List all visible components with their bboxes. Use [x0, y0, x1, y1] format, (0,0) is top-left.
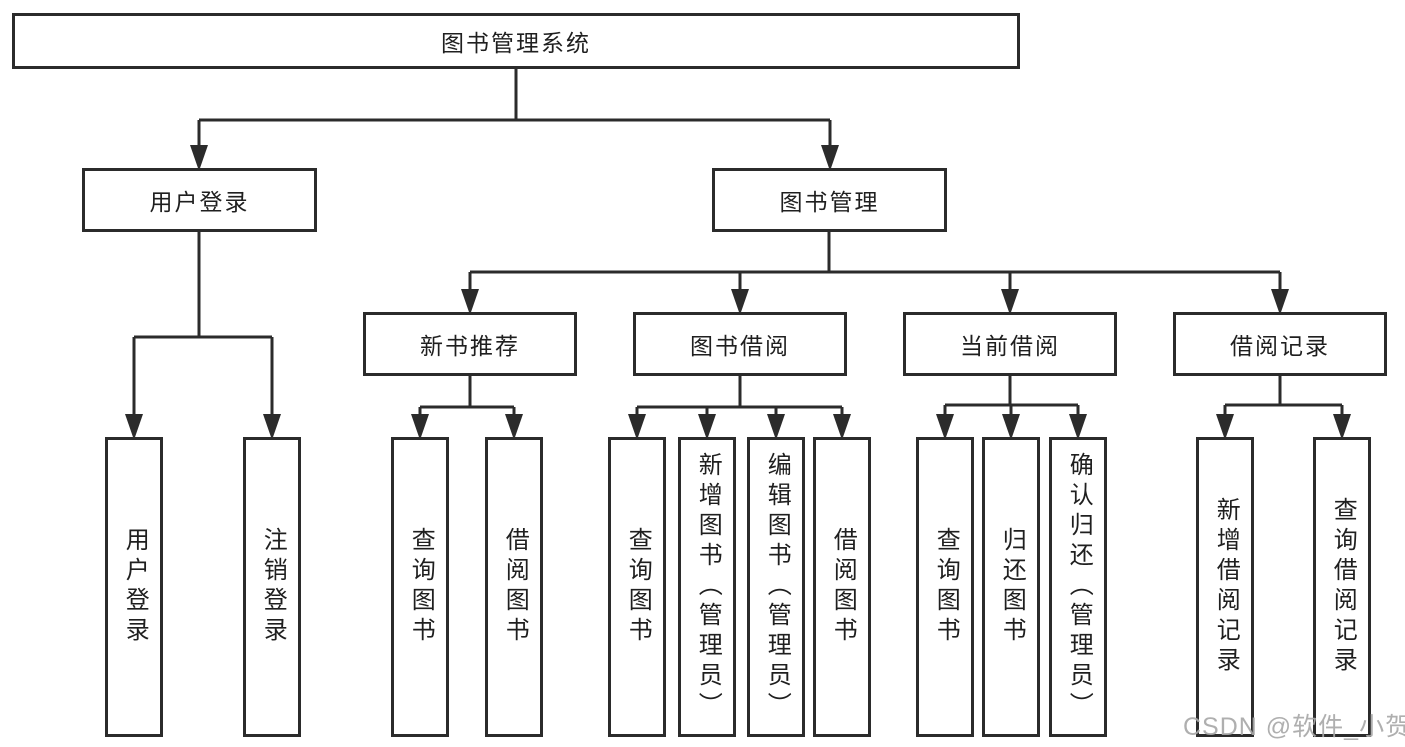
leaf-label: 注销登录 [259, 527, 287, 647]
leaf-label: 新增借阅记录 [1212, 497, 1240, 677]
leaf-label: 编辑图书（管理员） [763, 452, 791, 722]
node-borrowing-records: 借阅记录 [1173, 312, 1387, 376]
node-library-management-system: 图书管理系统 [12, 13, 1020, 69]
leaf-add-borrow-record: 新增借阅记录 [1196, 437, 1254, 737]
node-current-borrowing: 当前借阅 [903, 312, 1117, 376]
csdn-watermark: CSDN @软件_小贺同学 [1183, 713, 1405, 741]
leaf-borrow-books-recommend: 借阅图书 [485, 437, 543, 737]
node-label: 用户登录 [149, 189, 250, 215]
leaf-label: 确认归还（管理员） [1065, 452, 1093, 722]
leaf-label: 用户登录 [121, 527, 149, 647]
node-label: 当前借阅 [960, 333, 1060, 359]
node-label: 图书管理系统 [441, 30, 591, 56]
leaf-label: 借阅图书 [829, 527, 857, 647]
node-book-borrowing: 图书借阅 [633, 312, 847, 376]
node-user-login: 用户登录 [82, 168, 317, 232]
leaf-label: 归还图书 [998, 527, 1026, 647]
node-new-book-recommendation: 新书推荐 [363, 312, 577, 376]
leaf-return-books: 归还图书 [982, 437, 1040, 737]
node-label: 借阅记录 [1230, 333, 1330, 359]
leaf-logout-login: 注销登录 [243, 437, 301, 737]
leaf-user-login: 用户登录 [105, 437, 163, 737]
leaf-query-borrow-record: 查询借阅记录 [1313, 437, 1371, 737]
arrowheads [125, 145, 1351, 440]
leaf-edit-books-admin: 编辑图书（管理员） [747, 437, 805, 737]
node-label: 图书管理 [779, 189, 880, 215]
leaf-add-books-admin: 新增图书（管理员） [678, 437, 736, 737]
node-label: 图书借阅 [690, 333, 790, 359]
leaf-label: 查询图书 [624, 527, 652, 647]
leaf-label: 查询借阅记录 [1329, 497, 1357, 677]
leaf-label: 新增图书（管理员） [694, 452, 722, 722]
node-label: 新书推荐 [420, 333, 520, 359]
leaf-borrow-books-borrowing: 借阅图书 [813, 437, 871, 737]
leaf-label: 借阅图书 [501, 527, 529, 647]
node-book-management: 图书管理 [712, 168, 947, 232]
leaf-confirm-return-admin: 确认归还（管理员） [1049, 437, 1107, 737]
leaf-query-books-current: 查询图书 [916, 437, 974, 737]
leaf-query-books-borrowing: 查询图书 [608, 437, 666, 737]
leaf-query-books-recommend: 查询图书 [391, 437, 449, 737]
leaf-label: 查询图书 [932, 527, 960, 647]
leaf-label: 查询图书 [407, 527, 435, 647]
